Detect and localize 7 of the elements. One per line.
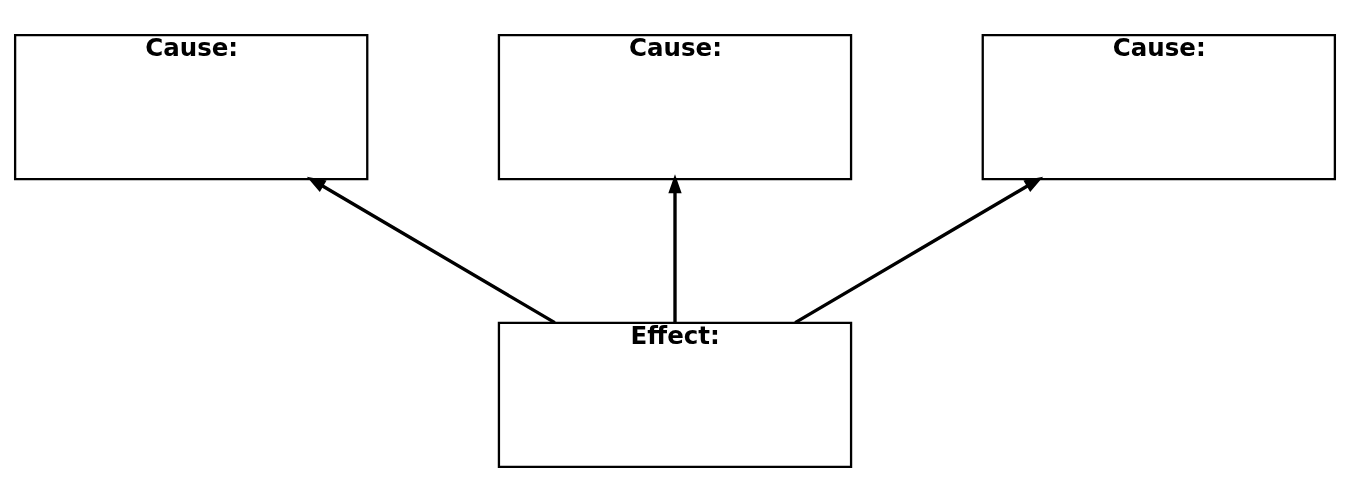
arrow [306, 176, 556, 325]
node-box: Cause: [981, 33, 1337, 181]
node-box: Effect: [497, 321, 853, 469]
arrow [668, 174, 682, 323]
node-box: Cause: [13, 33, 369, 181]
arrow [794, 176, 1044, 325]
node-box: Cause: [497, 33, 853, 181]
